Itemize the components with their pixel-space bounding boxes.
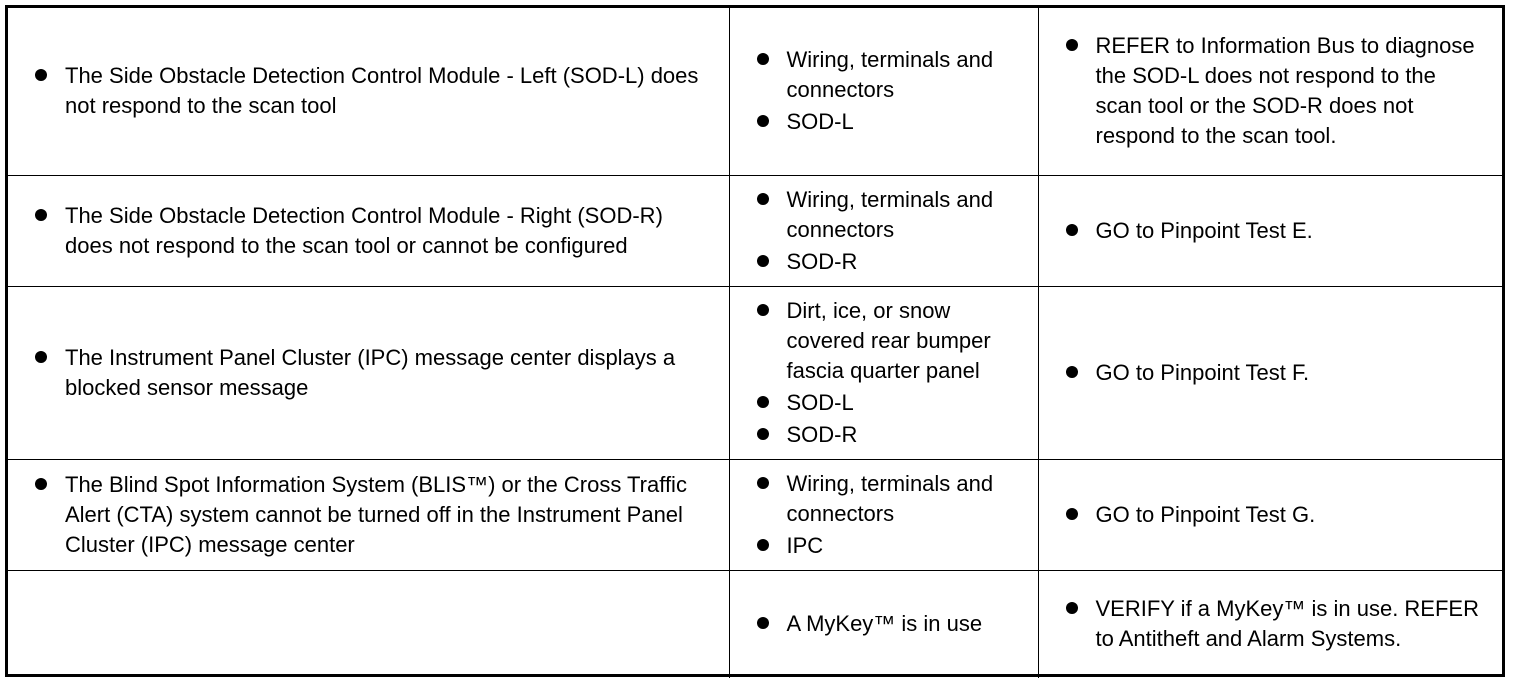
list-item: Wiring, terminals and connectors [730, 185, 1038, 245]
condition-cell: The Side Obstacle Detection Control Modu… [8, 174, 730, 287]
bullet-icon [756, 427, 769, 440]
table-row: The Side Obstacle Detection Control Modu… [8, 174, 1503, 287]
table-row: A MyKey™ is in use VERIFY if a MyKey™ is… [8, 569, 1503, 678]
list-item: GO to Pinpoint Test G. [1039, 500, 1503, 530]
list-item: Wiring, terminals and connectors [730, 469, 1038, 529]
cause-text: IPC [786, 532, 824, 558]
cause-text: SOD-L [786, 109, 854, 135]
action-cell: REFER to Information Bus to diagnose the… [1037, 8, 1503, 176]
causes-cell: Wiring, terminals and connectors IPC [728, 458, 1039, 571]
cause-text: Wiring, terminals and connectors [786, 186, 994, 242]
cause-text: SOD-R [786, 248, 858, 274]
causes-cell: Dirt, ice, or snow covered rear bumper f… [728, 285, 1039, 460]
bullet-icon [35, 208, 47, 221]
cause-text: Wiring, terminals and connectors [786, 47, 994, 103]
list-item: SOD-R [730, 247, 1038, 277]
bullet-icon [756, 115, 769, 128]
list-item: GO to Pinpoint Test E. [1039, 216, 1503, 246]
condition-text: The Side Obstacle Detection Control Modu… [65, 202, 663, 258]
cause-text: Wiring, terminals and connectors [786, 470, 994, 526]
action-text: GO to Pinpoint Test F. [1095, 359, 1310, 385]
condition-cell: The Instrument Panel Cluster (IPC) messa… [8, 285, 730, 460]
condition-cell: The Blind Spot Information System (BLIS™… [8, 458, 730, 571]
table-row: The Instrument Panel Cluster (IPC) messa… [8, 285, 1503, 460]
action-text: VERIFY if a MyKey™ is in use. REFER to A… [1095, 596, 1479, 652]
action-cell: GO to Pinpoint Test G. [1037, 458, 1503, 571]
list-item: VERIFY if a MyKey™ is in use. REFER to A… [1039, 594, 1503, 654]
list-item: REFER to Information Bus to diagnose the… [1039, 31, 1503, 151]
causes-cell: A MyKey™ is in use [728, 569, 1039, 678]
list-item: GO to Pinpoint Test F. [1039, 358, 1503, 388]
action-text: GO to Pinpoint Test G. [1095, 501, 1316, 527]
table-row: The Blind Spot Information System (BLIS™… [8, 458, 1503, 571]
cause-text: A MyKey™ is in use [786, 611, 983, 637]
condition-cell [8, 569, 730, 678]
bullet-icon [756, 395, 769, 408]
action-text: REFER to Information Bus to diagnose the… [1095, 33, 1475, 149]
list-item: Wiring, terminals and connectors [730, 45, 1038, 105]
list-item: The Instrument Panel Cluster (IPC) messa… [8, 343, 729, 403]
condition-text: The Instrument Panel Cluster (IPC) messa… [65, 344, 676, 400]
bullet-icon [756, 254, 769, 267]
symptom-chart-table: The Side Obstacle Detection Control Modu… [8, 8, 1502, 678]
bullet-icon [35, 477, 47, 490]
bullet-icon [1065, 365, 1078, 378]
bullet-icon [1065, 507, 1078, 520]
causes-cell: Wiring, terminals and connectors SOD-R [728, 174, 1039, 287]
bullet-icon [35, 69, 47, 82]
list-item: A MyKey™ is in use [730, 609, 1038, 639]
bullet-icon [756, 303, 769, 316]
cause-text: SOD-R [786, 421, 858, 447]
bullet-icon [1065, 602, 1078, 615]
condition-cell: The Side Obstacle Detection Control Modu… [8, 8, 730, 176]
list-item: SOD-L [730, 107, 1038, 137]
cause-text: SOD-L [786, 389, 854, 415]
list-item: The Blind Spot Information System (BLIS™… [8, 470, 729, 560]
cause-text: Dirt, ice, or snow covered rear bumper f… [786, 297, 991, 383]
bullet-icon [35, 350, 47, 363]
action-cell: GO to Pinpoint Test E. [1037, 174, 1503, 287]
list-item: The Side Obstacle Detection Control Modu… [8, 61, 729, 121]
list-item: IPC [730, 531, 1038, 561]
bullet-icon [1065, 223, 1078, 236]
causes-cell: Wiring, terminals and connectors SOD-L [728, 8, 1039, 176]
list-item: Dirt, ice, or snow covered rear bumper f… [730, 296, 1038, 386]
list-item: The Side Obstacle Detection Control Modu… [8, 201, 729, 261]
bullet-icon [756, 476, 769, 489]
bullet-icon [756, 192, 769, 205]
symptom-chart-table-frame: The Side Obstacle Detection Control Modu… [5, 5, 1505, 678]
condition-text: The Blind Spot Information System (BLIS™… [65, 471, 687, 557]
action-cell: GO to Pinpoint Test F. [1037, 285, 1503, 460]
bullet-icon [756, 617, 769, 630]
action-text: GO to Pinpoint Test E. [1095, 217, 1313, 243]
bullet-icon [1065, 39, 1078, 52]
list-item: SOD-R [730, 420, 1038, 450]
table-row: The Side Obstacle Detection Control Modu… [8, 8, 1503, 176]
action-cell: VERIFY if a MyKey™ is in use. REFER to A… [1037, 569, 1503, 678]
list-item: SOD-L [730, 388, 1038, 418]
condition-text: The Side Obstacle Detection Control Modu… [65, 63, 699, 119]
bullet-icon [756, 53, 769, 66]
bullet-icon [756, 538, 769, 551]
